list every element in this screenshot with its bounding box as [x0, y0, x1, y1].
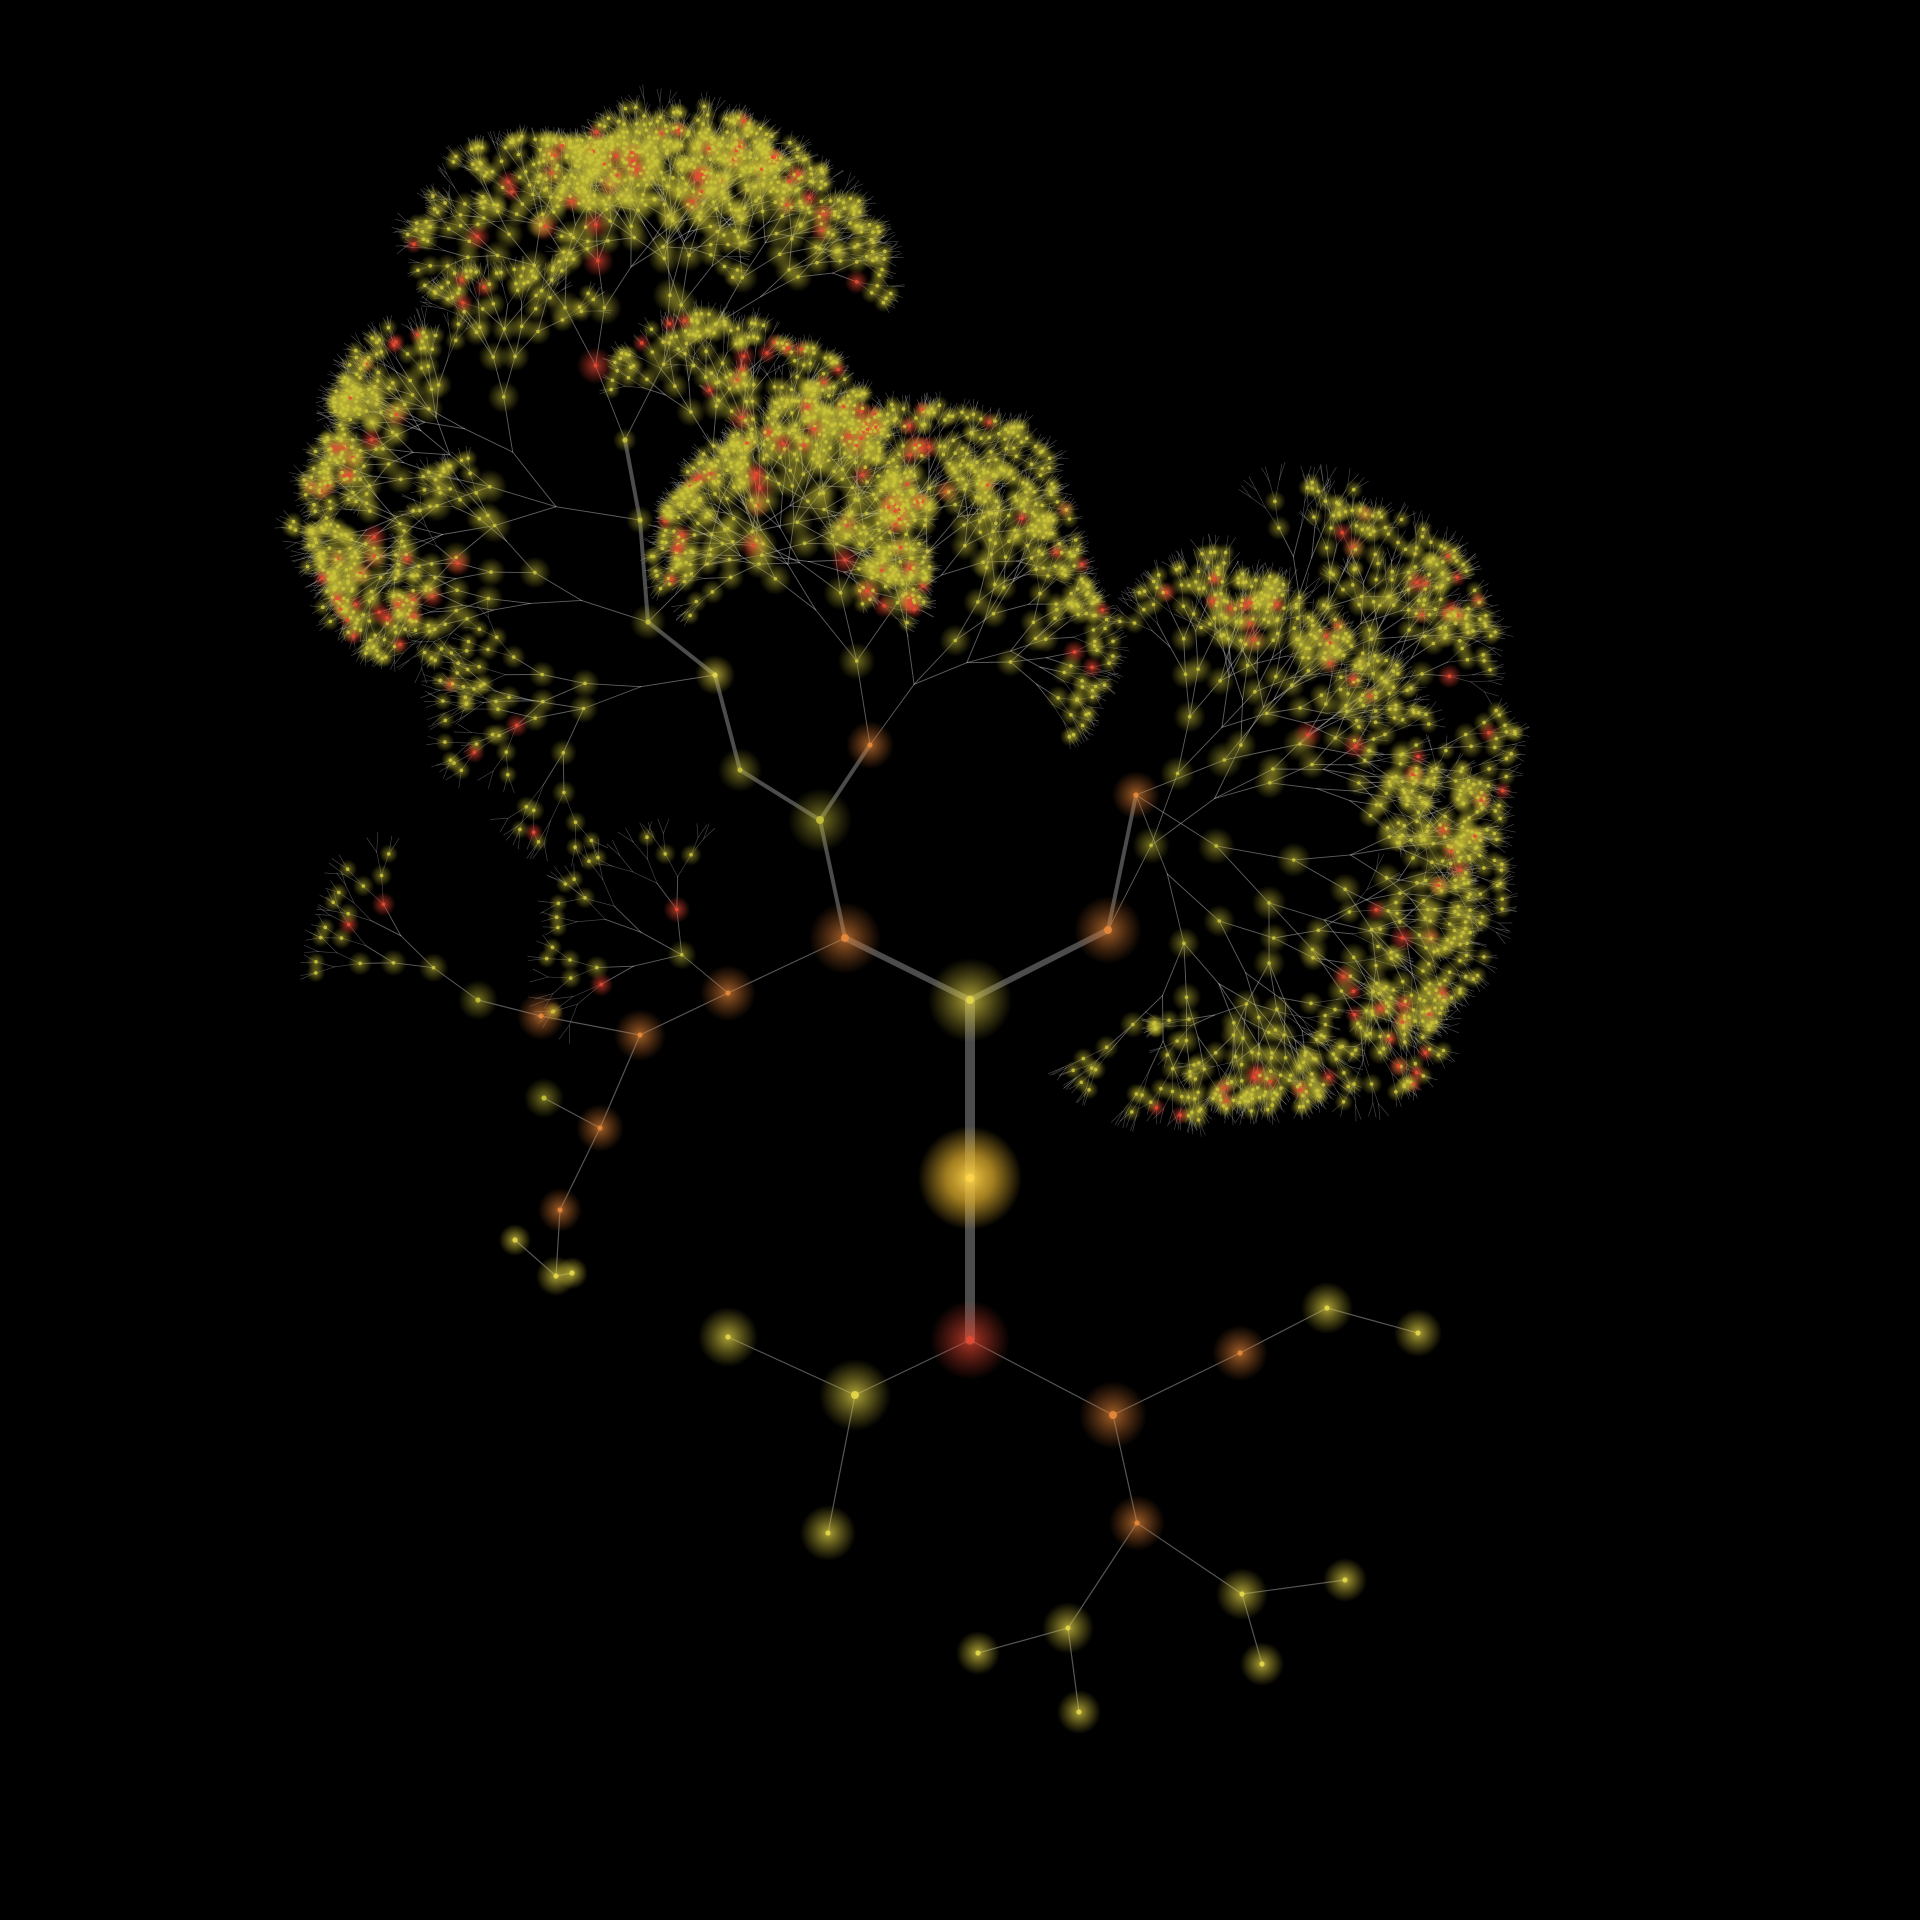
tree-edge [715, 100, 726, 111]
tree-edge [775, 365, 781, 375]
tree-edge [415, 640, 423, 649]
tree-edge [421, 667, 428, 684]
tree-edge [439, 167, 446, 178]
tree-edge [420, 306, 425, 321]
tree-edge [739, 256, 750, 261]
tree-edge [833, 169, 844, 177]
tree-edge [555, 506, 641, 521]
tree-edge [444, 176, 455, 188]
tree-edge [446, 173, 455, 188]
tree-edge [413, 314, 418, 328]
tree-edge [464, 428, 514, 453]
tree-edge [561, 281, 572, 291]
tree-edge [659, 88, 662, 102]
tree-edge [833, 170, 845, 177]
tree-edge [772, 321, 780, 333]
tree-edge [401, 494, 415, 501]
tree-edge [777, 364, 783, 375]
tree-edge [396, 659, 410, 668]
tree-edge [488, 770, 494, 789]
tree-edge [846, 175, 856, 186]
tree-edge [397, 212, 409, 223]
tree-edge [757, 365, 763, 374]
tree-edge [512, 451, 557, 508]
tree-edge [772, 321, 779, 333]
tree-edge [290, 553, 304, 557]
tree-edge [490, 817, 509, 820]
tree-edge [529, 599, 582, 604]
tree-edge [496, 130, 500, 145]
tree-edge [885, 234, 896, 243]
tree-edge [317, 410, 329, 419]
tree-edge [487, 131, 495, 146]
tree-edge [414, 667, 423, 683]
tree-edge [639, 86, 645, 100]
tree-edge [394, 652, 404, 665]
tree-edge [766, 365, 783, 375]
tree-edge [477, 770, 494, 781]
tree-edge [409, 639, 422, 643]
tree-edge [453, 731, 472, 733]
tree-edge [656, 88, 661, 102]
tree-edge [316, 416, 329, 422]
tree-edge [437, 165, 448, 175]
tree-edge [435, 417, 451, 456]
tree-edge [442, 162, 448, 175]
tree-edge [846, 172, 851, 186]
tree-edge [668, 89, 672, 103]
tree-edge [412, 451, 451, 456]
tree-edge [421, 296, 432, 304]
tree-edge [715, 96, 721, 111]
tree-edge [416, 538, 438, 547]
tree-edge [290, 550, 304, 554]
tree-edge [401, 323, 413, 331]
tree-edge [421, 305, 432, 307]
tree-edge [489, 130, 495, 146]
tree-edge [561, 284, 573, 291]
tree-edge [760, 367, 769, 376]
tree-edge [773, 363, 776, 375]
tree-edge [419, 301, 432, 304]
tree-edge [757, 364, 761, 374]
tree-edge [499, 817, 509, 833]
tree-edge [668, 91, 678, 103]
tree-edge [762, 366, 769, 376]
tree-edge [457, 723, 472, 733]
tree-edge [282, 540, 297, 543]
tree-edge [502, 286, 509, 306]
tree-edge [398, 659, 410, 671]
tree-edge [285, 542, 297, 550]
tree-edge [316, 412, 329, 419]
tree-edge [493, 131, 498, 145]
tree-edge [447, 311, 449, 326]
tree-edge [395, 219, 409, 223]
tree-edge [417, 308, 422, 322]
tree-edge [437, 168, 446, 178]
tree-edge [850, 183, 864, 190]
tree-edge [420, 430, 451, 456]
tree-edge [452, 713, 468, 724]
tree-edge [316, 412, 329, 417]
tree-edge [421, 608, 440, 616]
tree-edge [430, 303, 445, 310]
tree-edge [443, 313, 449, 326]
tree-edge [430, 306, 445, 310]
tree-edge [421, 684, 440, 691]
tree-edge [850, 180, 860, 190]
tree-edge [424, 307, 427, 321]
tree-edge [420, 690, 440, 699]
tree-edge [422, 301, 432, 307]
tree-edge [455, 713, 468, 725]
tree-edge [426, 526, 438, 547]
tree-edge [401, 495, 415, 501]
tree-edge [642, 84, 645, 100]
tree-edge [766, 358, 778, 375]
tree-edge [409, 316, 418, 328]
tree-edge [781, 364, 784, 375]
tree-edge [492, 602, 531, 611]
tree-edge [415, 307, 422, 322]
tree-edge [409, 641, 422, 646]
